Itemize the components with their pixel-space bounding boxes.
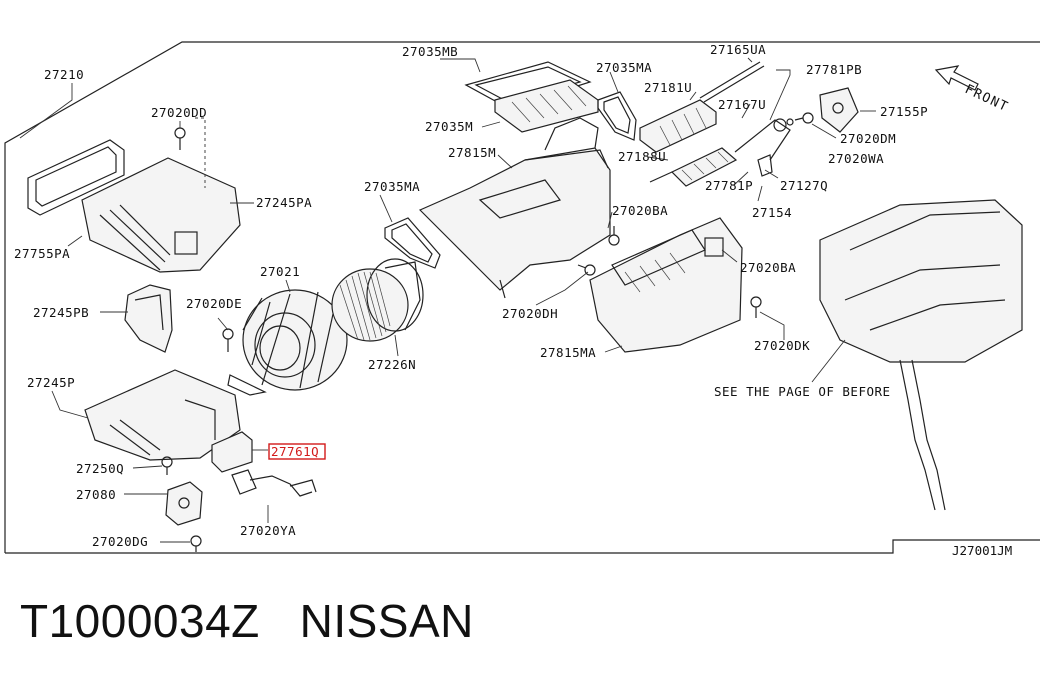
filter-frame-27035mb — [464, 61, 592, 109]
label-27020dm: 27020DM — [840, 131, 896, 146]
lower-case-27245p — [84, 369, 241, 461]
screw-27020dh — [577, 264, 596, 276]
label-27245pa: 27245PA — [256, 195, 312, 210]
heater-unit — [819, 199, 1023, 511]
label-27035ma-upper: 27035MA — [596, 60, 652, 75]
duct-27245pa — [81, 157, 241, 273]
label-27181u: 27181U — [644, 80, 692, 95]
gasket-27035ma-middle — [384, 217, 441, 269]
sector-27155p — [819, 87, 859, 133]
screw-27020ba — [608, 226, 620, 246]
label-27035m: 27035M — [425, 119, 473, 134]
label-27154: 27154 — [752, 205, 792, 220]
label-27188u: 27188U — [618, 149, 666, 164]
label-27020dd: 27020DD — [151, 105, 207, 120]
screw-27020dk — [750, 296, 762, 318]
part-number: T1000034Z — [20, 595, 260, 647]
front-direction-label: FRONT — [962, 82, 1011, 115]
label-27226n: 27226N — [368, 357, 416, 372]
label-27815m: 27815M — [448, 145, 496, 160]
outlet-27245pb — [124, 284, 173, 353]
front-arrow-icon — [934, 65, 979, 91]
diagram-reference: J27001JM — [952, 543, 1012, 558]
label-27020dh: 27020DH — [502, 306, 558, 321]
label-27781pb: 27781PB — [806, 62, 862, 77]
leader-lines — [19, 57, 876, 543]
screw-27020dd — [174, 127, 186, 150]
rod-27165ua — [699, 61, 765, 103]
label-27020de: 27020DE — [186, 296, 242, 311]
filter-27035m — [494, 79, 599, 133]
caption: T1000034Z NISSAN — [20, 598, 474, 644]
screw-27020dg — [190, 535, 202, 552]
label-27781p: 27781P — [705, 178, 753, 193]
label-27755pa: 27755PA — [14, 246, 70, 261]
label-27020ba-lower: 27020BA — [740, 260, 796, 275]
see-page-note: SEE THE PAGE OF BEFORE — [714, 384, 891, 399]
label-27165ua: 27165UA — [710, 42, 766, 57]
label-27080: 27080 — [76, 487, 116, 502]
label-27245p: 27245P — [27, 375, 75, 390]
label-27761q[interactable]: 27761Q — [271, 444, 319, 459]
gasket-27755pa — [27, 139, 125, 216]
brand-name: NISSAN — [299, 595, 474, 647]
label-27167u: 27167U — [718, 97, 766, 112]
label-27021: 27021 — [260, 264, 300, 279]
screw-27020dm — [794, 112, 814, 124]
resistor-27761q — [211, 431, 317, 497]
label-27020dg: 27020DG — [92, 534, 148, 549]
label-27020wa: 27020WA — [828, 151, 884, 166]
caption-gap — [260, 595, 300, 647]
label-27035mb: 27035MB — [402, 44, 458, 59]
screw-icons — [161, 112, 814, 552]
part-27188u — [649, 147, 738, 187]
blower-fan-27226n — [331, 258, 424, 342]
actuator-27080 — [165, 481, 203, 526]
filter-case-27815ma — [589, 217, 743, 353]
label-27155p: 27155P — [880, 104, 928, 119]
label-27250q: 27250Q — [76, 461, 124, 476]
label-27245pb: 27245PB — [33, 305, 89, 320]
label-27815ma: 27815MA — [540, 345, 596, 360]
label-27035ma-middle: 27035MA — [364, 179, 420, 194]
blower-housing-27021 — [227, 289, 348, 396]
linkage-assembly — [734, 118, 794, 177]
screw-27250q — [161, 456, 173, 475]
highlight-box — [268, 443, 326, 460]
label-27127q: 27127Q — [780, 178, 828, 193]
label-27020ba-upper: 27020BA — [612, 203, 668, 218]
label-27210: 27210 — [44, 67, 84, 82]
part-27181u — [639, 99, 717, 153]
gasket-27035ma-upper — [597, 91, 637, 141]
label-27020dk: 27020DK — [754, 338, 810, 353]
label-27020ya: 27020YA — [240, 523, 296, 538]
diagram-frame — [4, 41, 1040, 554]
screw-27020de — [222, 328, 234, 352]
intake-case-27815m — [418, 117, 611, 299]
